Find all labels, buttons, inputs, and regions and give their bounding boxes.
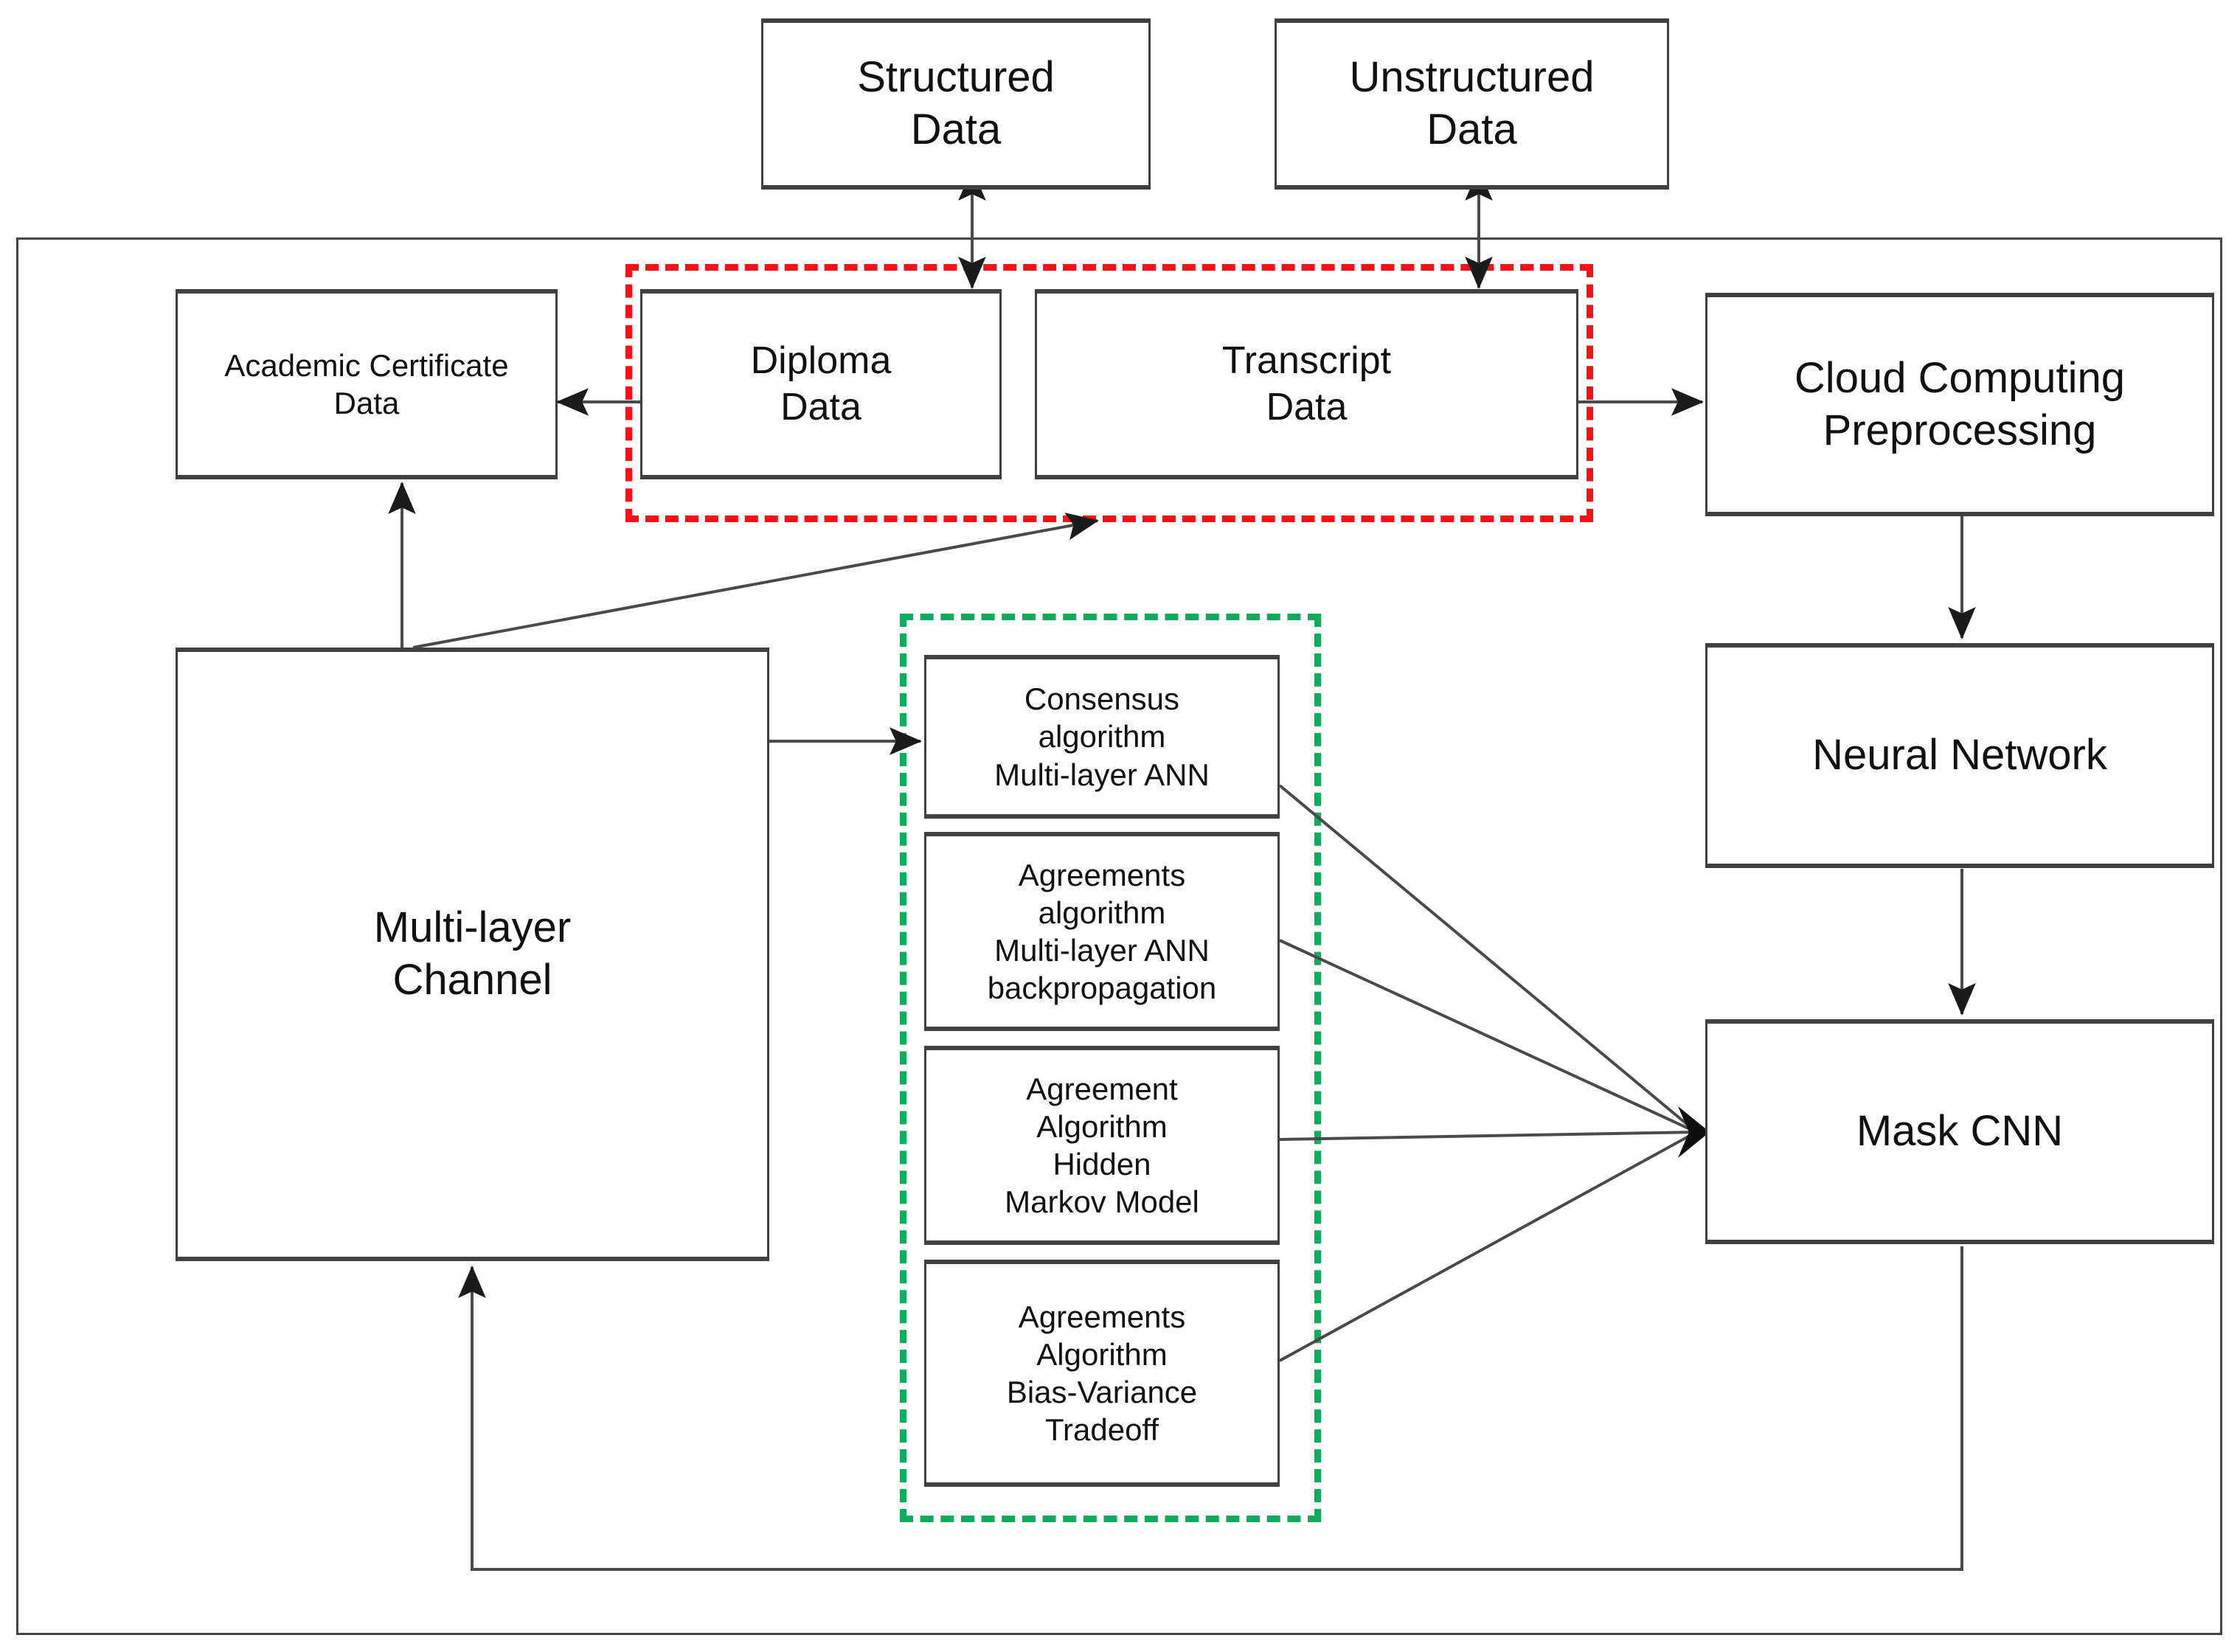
node-mask-cnn-label: Mask CNN bbox=[1856, 1107, 2064, 1156]
node-academic-certificate-data-label: Academic Certificate Data bbox=[224, 347, 509, 420]
node-neural-network-label: Neural Network bbox=[1812, 731, 2107, 780]
node-multi-layer-channel-label: Multi-layer Channel bbox=[373, 903, 572, 1004]
node-consensus-algorithm[interactable]: Consensus algorithm Multi-layer ANN bbox=[924, 655, 1280, 819]
red-dashed-group bbox=[625, 264, 1593, 522]
node-agreements-algorithm-backprop-label: Agreements algorithm Multi-layer ANN bac… bbox=[987, 857, 1217, 1006]
node-diploma-data[interactable]: Diploma Data bbox=[640, 289, 1002, 479]
node-agreements-algorithm-bias-variance-label: Agreements Algorithm Bias-Variance Trade… bbox=[1006, 1299, 1198, 1448]
node-multi-layer-channel[interactable]: Multi-layer Channel bbox=[176, 648, 769, 1261]
node-agreements-algorithm-bias-variance[interactable]: Agreements Algorithm Bias-Variance Trade… bbox=[924, 1260, 1280, 1487]
node-mask-cnn[interactable]: Mask CNN bbox=[1705, 1019, 2214, 1244]
node-structured-data[interactable]: Structured Data bbox=[761, 18, 1151, 190]
node-unstructured-data[interactable]: Unstructured Data bbox=[1275, 18, 1669, 190]
node-diploma-data-label: Diploma Data bbox=[750, 339, 892, 428]
node-consensus-algorithm-label: Consensus algorithm Multi-layer ANN bbox=[994, 681, 1210, 792]
system-boundary-frame bbox=[16, 237, 2222, 1635]
node-academic-certificate-data[interactable]: Academic Certificate Data bbox=[176, 289, 558, 479]
node-agreements-algorithm-backprop[interactable]: Agreements algorithm Multi-layer ANN bac… bbox=[924, 832, 1280, 1031]
node-unstructured-data-label: Unstructured Data bbox=[1349, 53, 1595, 153]
node-cloud-computing-preprocessing-label: Cloud Computing Preprocessing bbox=[1794, 353, 2126, 454]
node-agreement-algorithm-hmm-label: Agreement Algorithm Hidden Markov Model bbox=[1005, 1071, 1199, 1220]
node-agreement-algorithm-hmm[interactable]: Agreement Algorithm Hidden Markov Model bbox=[924, 1046, 1280, 1245]
node-structured-data-label: Structured Data bbox=[857, 53, 1055, 153]
node-transcript-data[interactable]: Transcript Data bbox=[1035, 289, 1578, 479]
node-transcript-data-label: Transcript Data bbox=[1221, 339, 1392, 428]
node-neural-network[interactable]: Neural Network bbox=[1705, 643, 2214, 868]
node-cloud-computing-preprocessing[interactable]: Cloud Computing Preprocessing bbox=[1705, 293, 2214, 516]
